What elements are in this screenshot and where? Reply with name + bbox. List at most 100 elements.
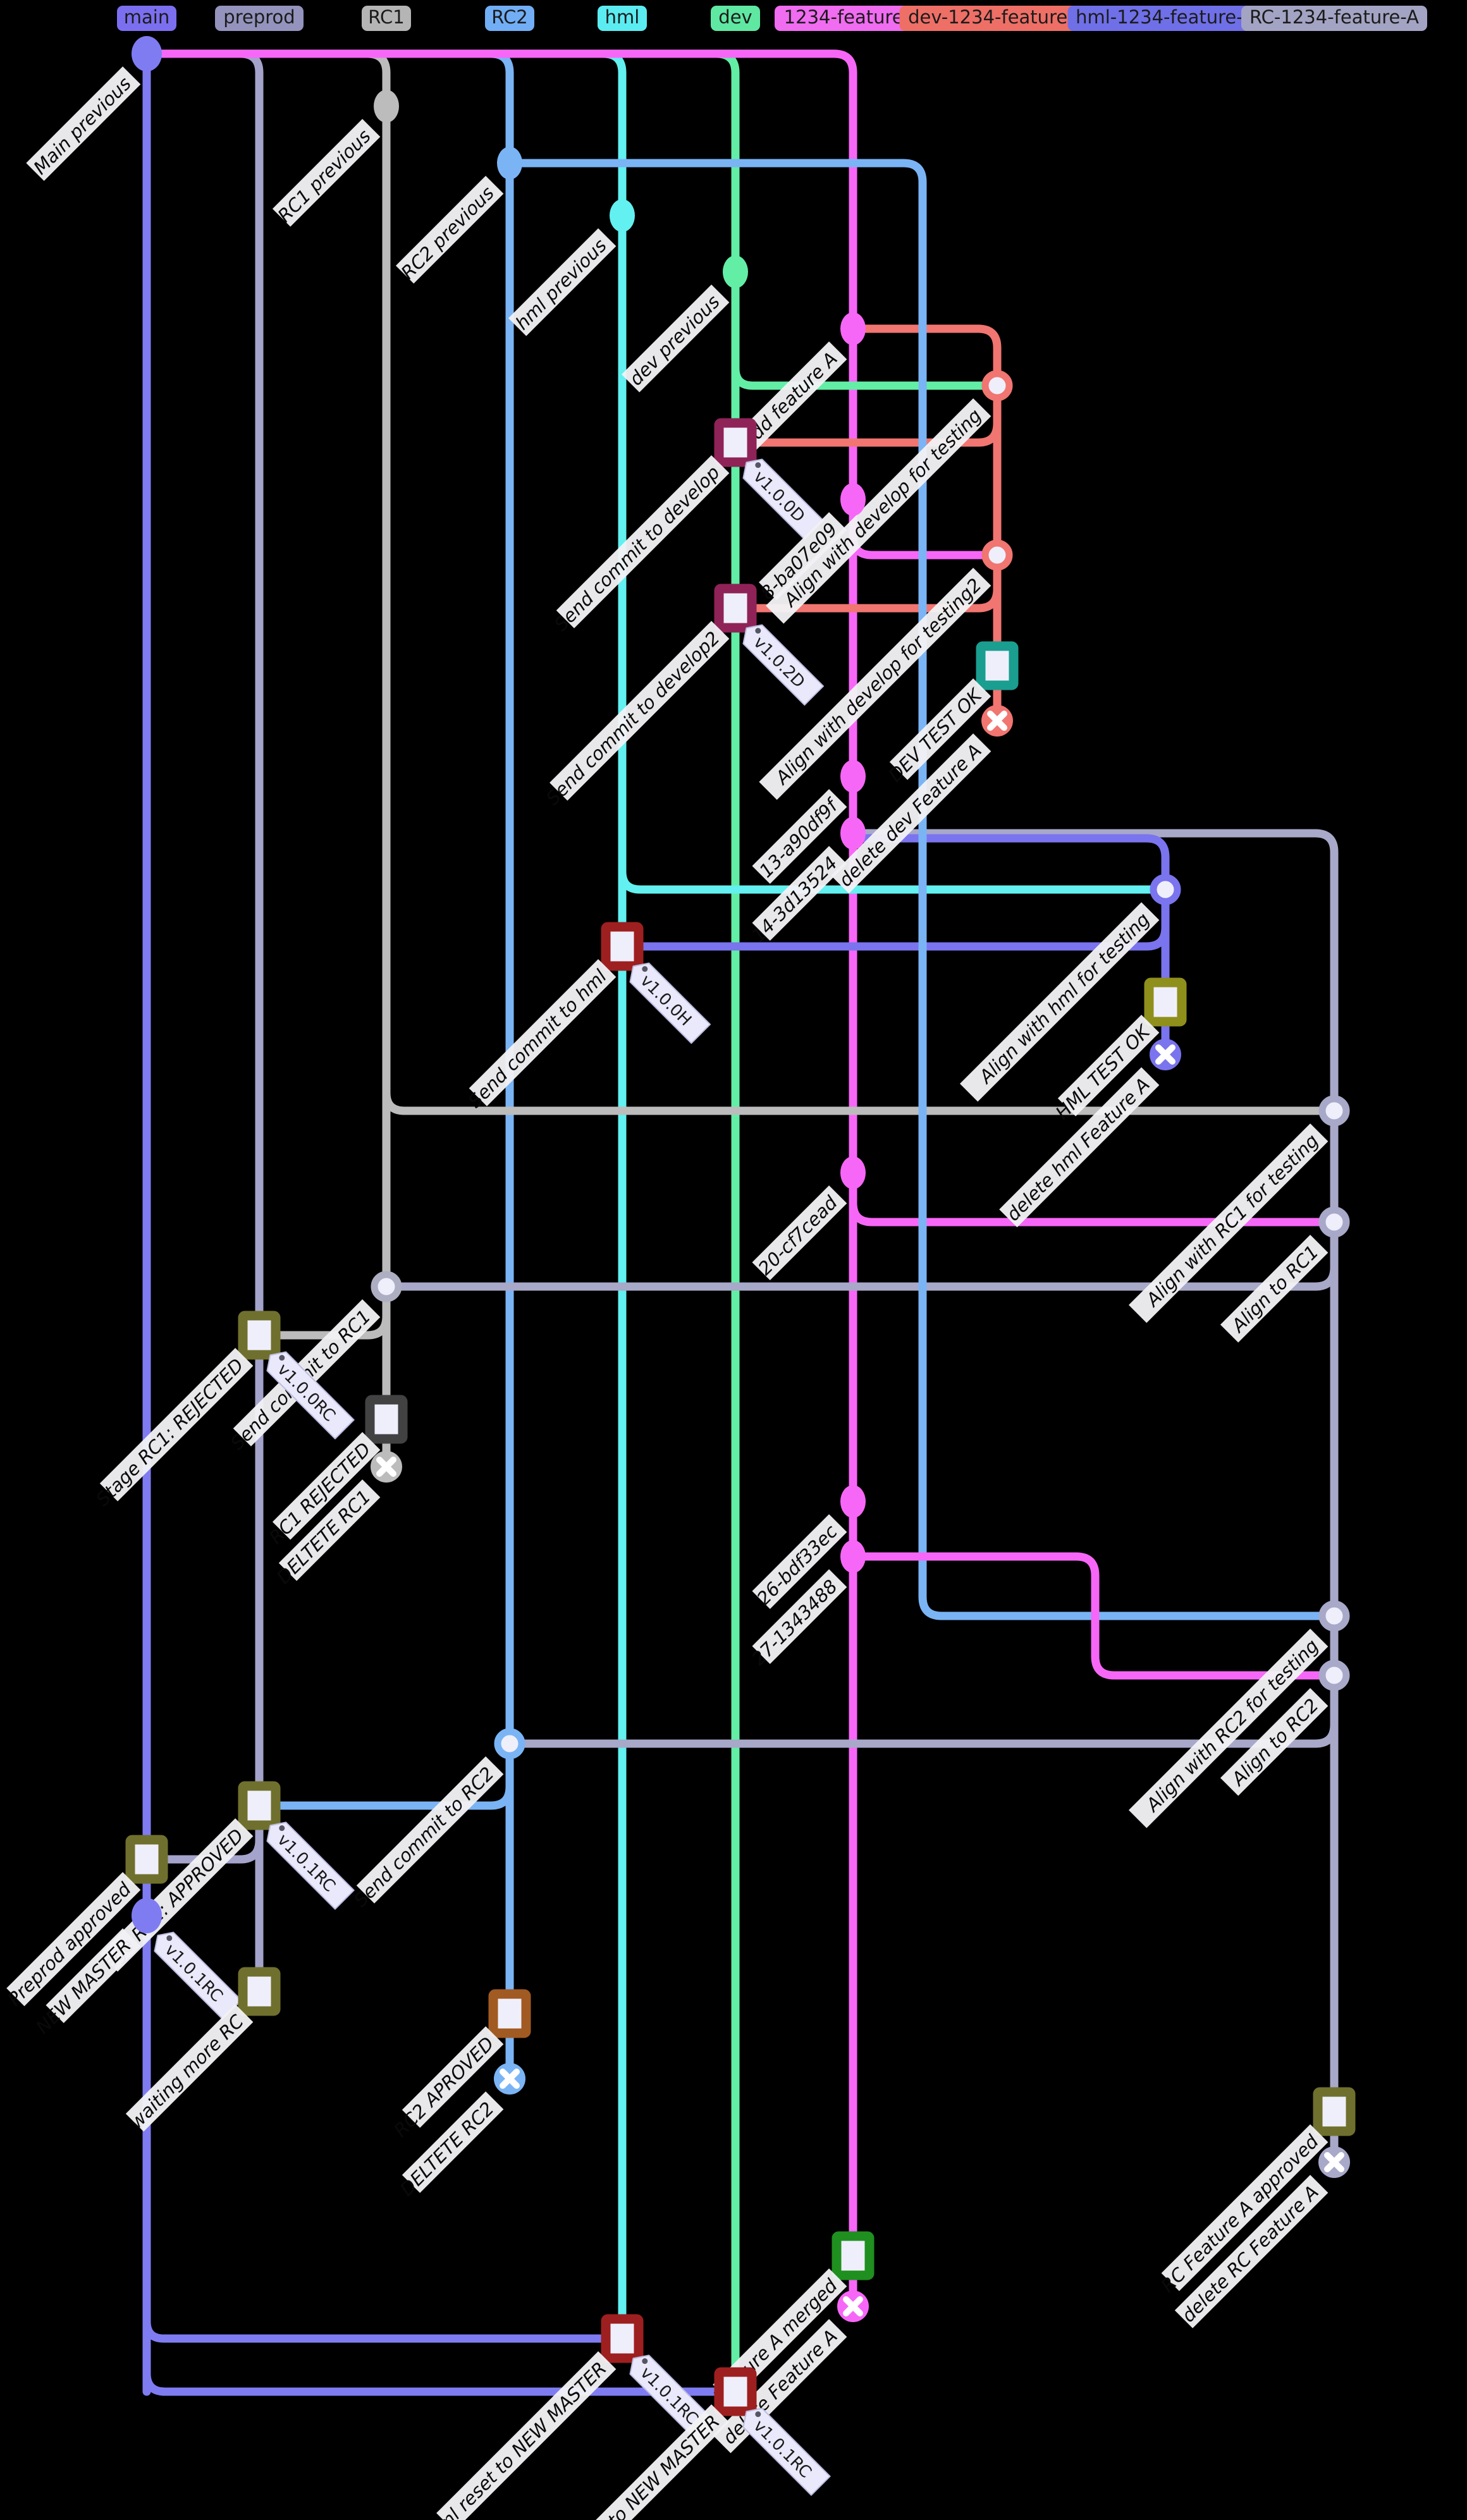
delete-x-icon [1155,1044,1175,1065]
merge-edge-devfeat-3 [731,551,1002,613]
merge-edge-hml-4 [618,849,1170,894]
merge-edge-hmlfeat-5 [618,885,1170,951]
tagged-commit-square [238,1781,281,1830]
tagged-commit-square [714,584,757,633]
tag-hole-icon [755,462,761,468]
svg-text:dev reset to NEW MASTER: dev reset to NEW MASTER [538,2411,724,2520]
version-tag: v1.0.0H [629,962,711,1044]
branch-line-dev [142,49,740,2396]
merge-edge-rc2-10 [505,159,1339,1620]
svg-text:v1.0.1RC: v1.0.1RC [636,2363,702,2429]
commit-label: Send commit to develop [550,455,730,635]
merge-commit-dot [1318,1660,1350,1691]
commit-dot [840,1540,866,1573]
tag-hole-icon [642,2358,648,2364]
merge-commit-dot [981,370,1013,401]
commit-dot [132,1898,162,1933]
svg-text:RC1 previous: RC1 previous [274,125,375,226]
tag-hole-icon [279,1355,285,1361]
svg-text:RC2: RC2 [491,6,527,28]
svg-text:hml-1234-feature-A: hml-1234-feature-A [1076,6,1255,28]
commit-dot [840,817,866,850]
version-tag: v1.0.1RC [742,2407,831,2496]
merge-edge-rc1-9 [255,1282,391,1340]
commit-dot [132,36,162,71]
commit-hml-reset-to-new-master: hml reset to NEW MASTER v1.0.1RC [424,2314,718,2520]
commit-label: Align with hml for testing [959,902,1160,1102]
commit-dot [723,255,748,288]
commit-dot [840,1156,866,1189]
branch-line-rcfeat [849,829,1339,2167]
branch-badge-hml: hml [598,6,647,31]
svg-text:Send commit to RC2: Send commit to RC2 [350,1763,498,1911]
merge-edge-devfeat-1 [731,381,1002,447]
merge-commit-dot [494,1728,525,1759]
tag-hole-icon [279,1825,285,1832]
commit-dot [840,483,866,516]
merge-edge-dev-0 [731,346,1002,390]
version-tag: v1.0.0D [742,458,825,541]
tag-hole-icon [166,1935,173,1942]
svg-text:Main previous: Main previous [29,73,135,179]
tagged-commit-square [601,922,644,971]
merge-edge-feature-7 [849,1168,1339,1226]
commit-dot [497,147,522,180]
delete-x-icon [987,711,1007,731]
svg-text:hml: hml [605,6,640,28]
tagged-commit-square [714,2367,757,2416]
branch-badge-rc1: RC1 [362,6,411,31]
svg-text:hml previous: hml previous [512,235,611,334]
branch-badge-dev: dev [711,6,760,31]
branch-line-preprod [142,49,264,1996]
commit-dot [840,760,866,793]
merge-commit-dot [1318,1206,1350,1238]
merge-commit-dot [1150,874,1181,905]
delete-x-icon [376,1457,396,1477]
merge-edge-rcfeat-8 [382,1218,1339,1291]
tagged-commit-square [238,1967,281,2016]
commit-label: Send commit to hml [464,959,617,1112]
tagged-commit-square [488,1989,531,2038]
delete-x-icon [1324,2152,1344,2172]
commit-label: hml previous [508,228,617,336]
merge-edge-rcfeat-12 [505,1671,1339,1748]
tagged-commit-square [238,1311,281,1360]
commit-dot [840,312,866,345]
commit-label: RC1 previous [272,119,381,227]
branch-badge-rcfeat: RC-1234-feature-A [1241,6,1427,31]
tagged-commit-square [1313,2087,1356,2136]
commit-rc1-previous: RC1 previous [272,90,399,227]
merge-edge-feature-11 [849,1552,1339,1680]
commit-dot [374,90,399,123]
tagged-commit-square [714,418,757,467]
commit-label: Stage RC1: REJECTED [92,1348,254,1510]
tagged-commit-square [976,641,1019,690]
commit-label: RC2 previous [395,176,504,284]
tag-hole-icon [755,628,761,634]
svg-text:Send commit to hml: Send commit to hml [464,965,611,1112]
commit-label: dev reset to NEW MASTER [538,2404,730,2520]
svg-text:Stage RC1: REJECTED: Stage RC1: REJECTED [92,1354,248,1510]
commit-send-commit-to-rc2: Send commit to RC2 [350,1728,525,1911]
svg-text:1234-feature-A: 1234-feature-A [784,6,923,28]
commit-label: dev previous [621,284,730,393]
branch-badge-devfeat: dev-1234-feature-A [899,6,1095,31]
delete-x-icon [843,2296,863,2316]
svg-text:RC2 previous: RC2 previous [397,182,498,283]
merge-commit-dot [1318,1095,1350,1127]
commit-20-cf7cead: 20-cf7cead [752,1156,866,1280]
commit-label: hml reset to NEW MASTER [424,2351,617,2520]
svg-text:v1.0.1RC: v1.0.1RC [161,1940,226,2006]
commit-label: Send commit to RC2 [350,1756,504,1911]
svg-text:dev: dev [718,6,752,28]
svg-text:Send commit to develop2: Send commit to develop2 [542,627,724,809]
tag-hole-icon [755,2411,761,2418]
version-tag: v1.0.2D [742,624,825,706]
commit-hml-previous: hml previous [508,199,635,336]
branch-line-hmlfeat [849,834,1170,1059]
svg-text:20-cf7cead: 20-cf7cead [754,1192,842,1280]
svg-text:RC-1234-feature-A: RC-1234-feature-A [1249,6,1419,28]
merge-commit-dot [981,539,1013,571]
